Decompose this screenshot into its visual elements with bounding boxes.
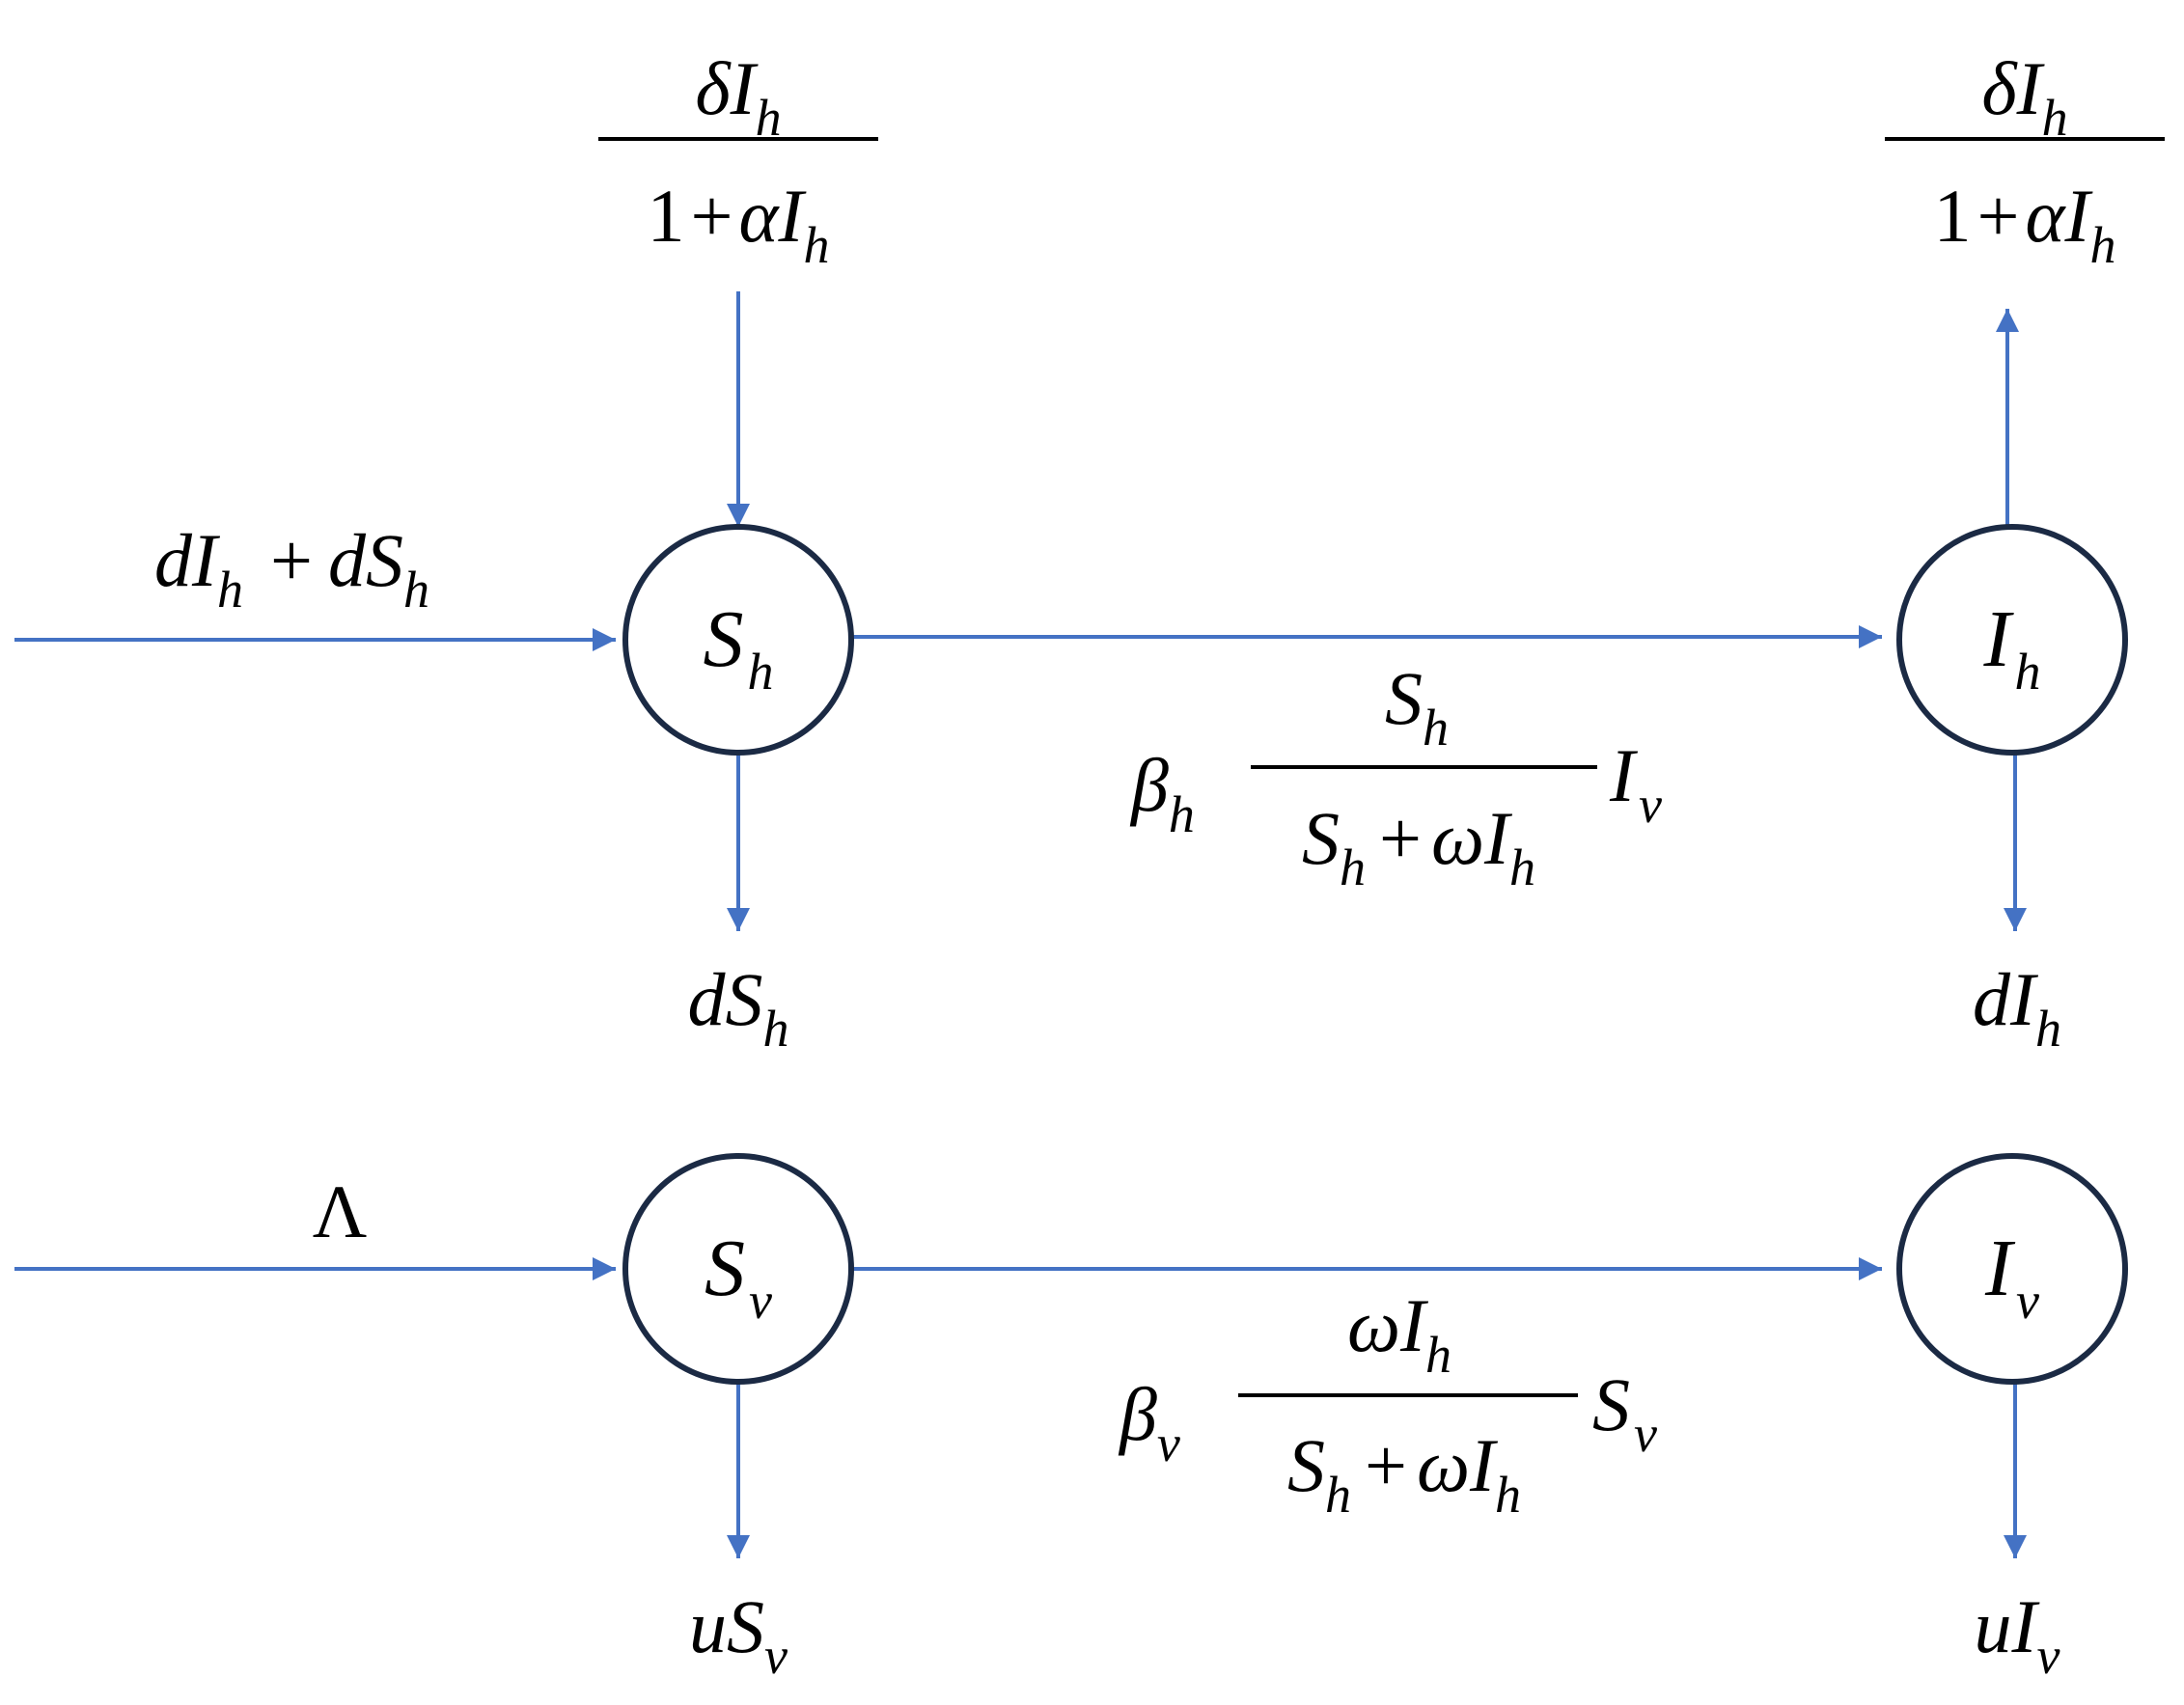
node-iv-base: I [1984,1224,2016,1313]
node-iv-sub: v [2016,1272,2039,1330]
label-death-ih: dIh [1973,957,2061,1058]
svg-text:Ih: Ih [1983,594,2041,701]
infection-h-coefficient: βh [1129,743,1195,843]
infection-v-denominator: Sh+ωIh [1287,1423,1521,1524]
flow-arrows [14,291,2027,1558]
node-ih-sub: h [2014,643,2040,701]
node-sh-base: S [704,594,744,684]
infection-h-denominator: Sh+ωIh [1302,796,1535,896]
label-recovery-into-sh: δIh 1+αIh [598,46,878,274]
infection-v-numerator: ωIh [1347,1283,1451,1384]
label-recovery-out-ih: δIh 1+αIh [1885,46,2165,274]
node-sh-sub: h [748,643,774,701]
recovery-in-numerator: δIh [695,46,781,147]
node-ih-base: I [1983,594,2015,684]
label-death-sh: dSh [688,957,789,1058]
svg-text:Iv: Iv [1984,1224,2039,1330]
node-infected-vector: Iv [1896,1153,2128,1385]
infection-h-tail: Iv [1609,733,1662,834]
infection-v-coefficient: βv [1118,1372,1180,1472]
label-death-sv: uSv [689,1584,788,1685]
label-recruitment-host: dIh+dSh [154,518,429,619]
label-infection-vector: βv ωIh Sh+ωIh Sv [1118,1283,1657,1524]
recovery-in-denominator: 1+αIh [648,174,830,274]
label-death-iv: uIv [1975,1584,2060,1685]
svg-text:Sh: Sh [704,594,774,701]
label-recruitment-vector: Λ [313,1169,368,1253]
recovery-out-denominator: 1+αIh [1934,174,2116,274]
node-sv-sub: v [749,1272,772,1330]
node-susceptible-host: Sh [622,524,854,756]
recovery-out-numerator: δIh [1981,46,2067,147]
svg-text:Sv: Sv [705,1224,772,1330]
node-sv-base: S [705,1224,745,1313]
label-infection-host: βh Sh Sh+ωIh Iv [1129,656,1662,896]
node-infected-host: Ih [1896,524,2128,756]
node-susceptible-vector: Sv [622,1153,854,1385]
infection-h-numerator: Sh [1385,656,1449,756]
infection-v-tail: Sv [1592,1362,1657,1463]
